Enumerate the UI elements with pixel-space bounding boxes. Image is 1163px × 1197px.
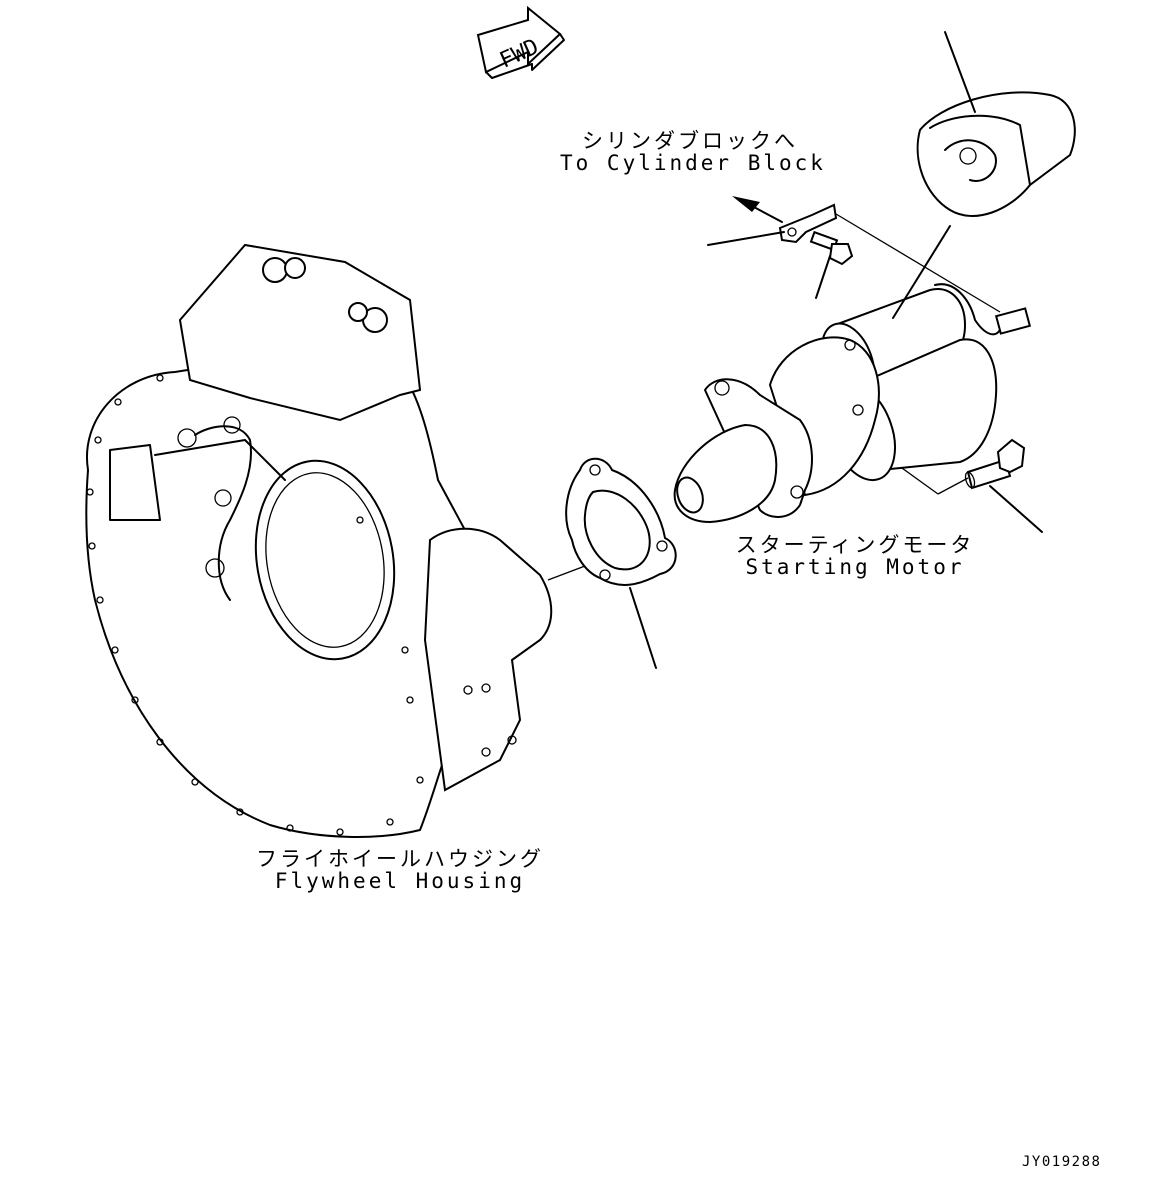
label-flywheel-housing-en: Flywheel Housing bbox=[274, 869, 526, 893]
leader-clip bbox=[707, 231, 785, 246]
leader-bolt bbox=[989, 485, 1043, 533]
label-to-cylinder-block-jp: シリンダブロックへ bbox=[582, 129, 798, 153]
drawing-id: JY019288 bbox=[1022, 1154, 1101, 1170]
label-flywheel-housing: フライホイールハウジング Flywheel Housing bbox=[250, 848, 550, 892]
label-starting-motor-jp: スターティングモータ bbox=[735, 533, 975, 557]
mounting-bolt bbox=[964, 438, 1026, 490]
clip-bolt bbox=[809, 230, 854, 266]
label-to-cylinder-block: シリンダブロックへ To Cylinder Block bbox=[560, 129, 826, 175]
label-starting-motor: スターティングモータ Starting Motor bbox=[730, 534, 980, 578]
clip-bracket bbox=[778, 203, 838, 244]
leader-motor bbox=[892, 225, 951, 319]
arrow-to-cylinder-block-shaft bbox=[751, 205, 783, 223]
harness-cover bbox=[916, 91, 1076, 217]
leader-gasket bbox=[629, 587, 657, 669]
label-starting-motor-en: Starting Motor bbox=[745, 555, 965, 579]
starting-motor bbox=[673, 283, 1032, 524]
leader-cover bbox=[944, 31, 976, 113]
gasket bbox=[565, 457, 677, 586]
rim-bolt-holes bbox=[86, 374, 424, 836]
label-flywheel-housing-jp: フライホイールハウジング bbox=[256, 847, 544, 871]
arrow-to-cylinder-block bbox=[732, 196, 760, 212]
label-to-cylinder-block-en: To Cylinder Block bbox=[560, 151, 826, 175]
flywheel-housing bbox=[85, 243, 553, 838]
leader-clip-bolt bbox=[815, 255, 831, 299]
fwd-arrow-badge: FWD bbox=[476, 5, 565, 79]
